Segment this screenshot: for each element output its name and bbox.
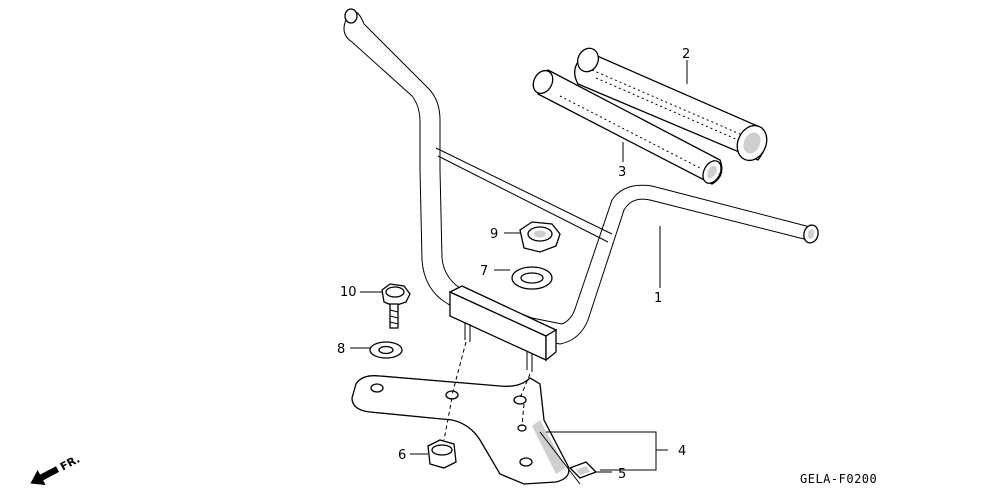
assembly-guide-lines: [443, 341, 581, 485]
callout-labels: 1 2 3 4 5 6 7 8 9 10: [337, 47, 690, 482]
part-3-grip-lower[interactable]: [529, 67, 724, 186]
part-8-washer[interactable]: [369, 341, 403, 359]
callout-5: 5: [618, 467, 626, 482]
diagram-code: GELA-F0200: [800, 472, 877, 486]
part-1-handlebar[interactable]: [343, 8, 820, 372]
callout-4: 4: [678, 444, 686, 459]
callout-9: 9: [490, 227, 498, 242]
callout-2: 2: [682, 47, 690, 62]
arrow-left-icon: [30, 466, 60, 485]
callout-8: 8: [337, 342, 345, 357]
callout-7: 7: [480, 264, 488, 279]
front-direction-indicator: FR.: [30, 452, 82, 485]
holder-plate[interactable]: [351, 375, 570, 485]
callout-1: 1: [654, 291, 662, 306]
part-10-bolt[interactable]: [381, 283, 411, 329]
part-2-grip-upper[interactable]: [574, 45, 772, 165]
leader-lines: [350, 60, 688, 473]
callout-6: 6: [398, 448, 406, 463]
part-6-nut[interactable]: [427, 439, 457, 469]
callout-3: 3: [618, 165, 626, 180]
callout-10: 10: [340, 285, 357, 300]
part-7-washer[interactable]: [511, 266, 553, 290]
part-9-nut[interactable]: [519, 221, 561, 253]
front-label: FR.: [58, 452, 82, 473]
